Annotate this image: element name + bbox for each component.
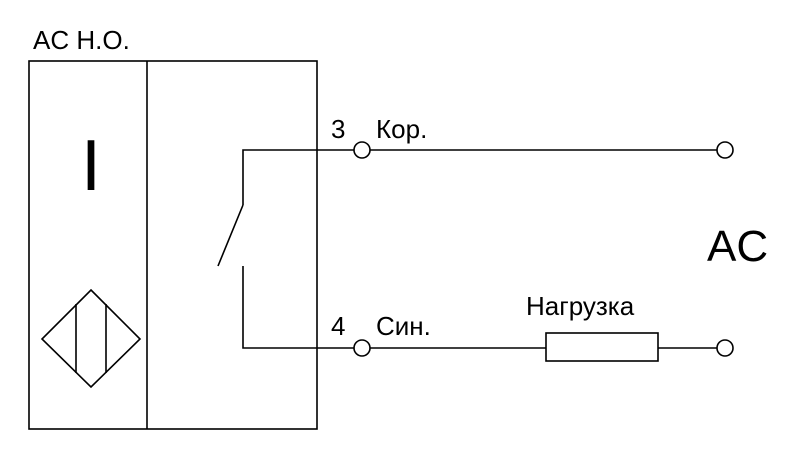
- normally-open-switch-icon: [217, 149, 362, 349]
- diagram-title: AC Н.О.: [33, 25, 130, 55]
- terminal-3-connector: [353, 141, 371, 159]
- load-resistor: [545, 332, 659, 362]
- supply-terminal-bottom: [716, 339, 734, 357]
- indicator-label: I: [81, 126, 101, 206]
- inductive-sensor-icon: [40, 288, 142, 389]
- terminal-4-connector: [353, 339, 371, 357]
- supply-label: AC: [707, 222, 768, 271]
- terminal-3-label: Кор.: [376, 114, 427, 144]
- load-label: Нагрузка: [526, 291, 635, 321]
- sensor-housing: [28, 60, 318, 430]
- supply-terminal-top: [716, 141, 734, 159]
- terminal-3: 3 Кор.: [331, 114, 734, 159]
- terminal-4-label: Син.: [376, 311, 431, 341]
- terminal-4: 4 Син.: [331, 311, 734, 362]
- terminal-4-number: 4: [331, 311, 345, 341]
- housing-outline: [28, 60, 318, 430]
- terminal-3-number: 3: [331, 114, 345, 144]
